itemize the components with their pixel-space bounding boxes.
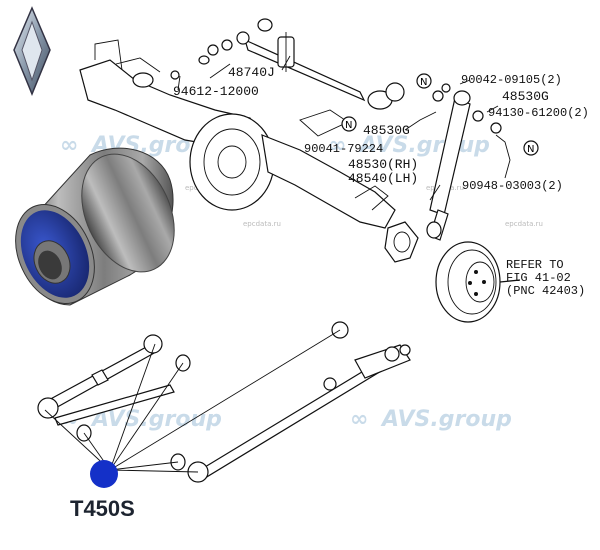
site-watermark: epcdata.ru	[505, 220, 543, 228]
location-marker-dot	[90, 460, 118, 488]
svg-text:∞: ∞	[60, 133, 78, 158]
part-number-label: 48530(RH)	[348, 157, 418, 172]
product-code: T450S	[70, 496, 135, 521]
lower-link-arms	[37, 321, 411, 483]
part-number-label: 90948-03003(2)	[462, 179, 563, 193]
watermark-text: AVS.group	[380, 407, 512, 432]
svg-text:∞: ∞	[350, 407, 368, 432]
svg-text:N: N	[527, 144, 534, 155]
svg-text:N: N	[420, 77, 427, 88]
part-labels: 48740J 94612-12000 90042-09105(2) 48530G…	[173, 65, 589, 298]
bushing-pointer-lines	[44, 329, 341, 473]
part-number-label: 94130-61200(2)	[488, 106, 589, 120]
reference-note: REFER TO	[506, 258, 564, 272]
note-n-markers: N N N	[341, 73, 539, 156]
brand-logo-icon	[13, 6, 51, 96]
bushing-product-photo	[15, 147, 175, 306]
site-watermark: epcdata.ru	[243, 220, 281, 228]
part-number-label: 90041-79224	[304, 142, 383, 156]
leader-lines	[177, 55, 511, 201]
reference-note: FIG 41-02	[506, 271, 571, 285]
svg-text:N: N	[345, 120, 352, 131]
rear-axle-housing	[79, 18, 419, 263]
reference-note: (PNC 42403)	[506, 284, 585, 298]
part-number-label: 48740J	[228, 65, 275, 80]
part-number-label: 48530G	[502, 89, 549, 104]
part-number-label: 48530G	[363, 123, 410, 138]
part-number-label: 90042-09105(2)	[461, 73, 562, 87]
watermark-text: AVS.group	[358, 133, 490, 158]
part-number-label: 48540(LH)	[348, 171, 418, 186]
watermark-text: AVS.group	[90, 407, 222, 432]
svg-text:∞: ∞	[328, 133, 346, 158]
brake-drum	[435, 241, 521, 323]
part-number-label: 94612-12000	[173, 84, 259, 99]
